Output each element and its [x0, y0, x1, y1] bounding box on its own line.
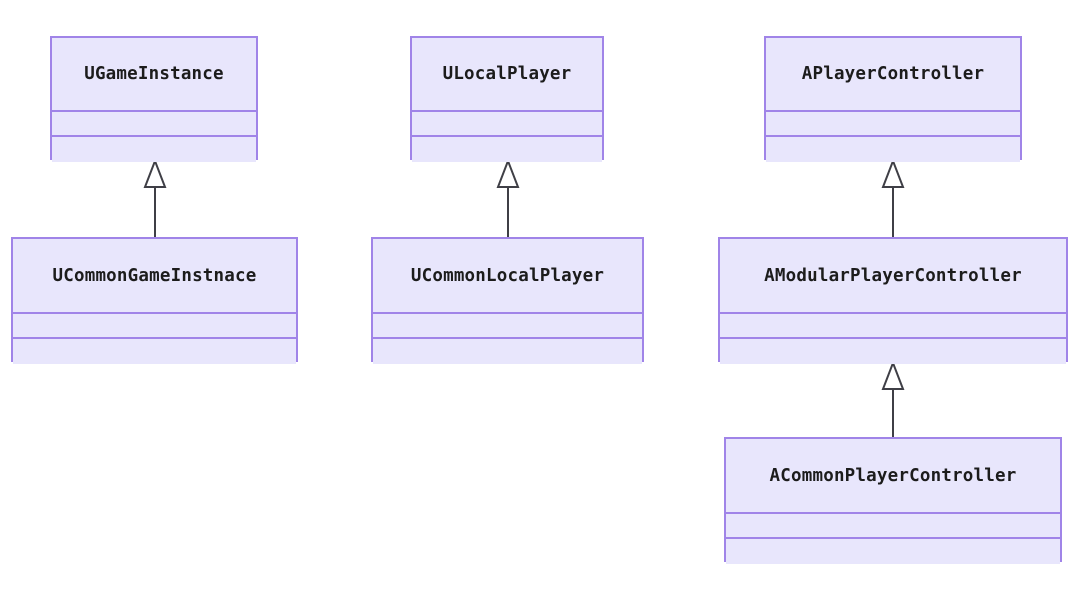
uml-class-ulocalplayer[interactable]: ULocalPlayer [410, 36, 604, 162]
uml-class-acommonplayercontroller[interactable]: ACommonPlayerController [724, 437, 1062, 564]
uml-class-ucommongameinstnace[interactable]: UCommonGameInstnace [11, 237, 298, 364]
uml-compartment-attributes [412, 112, 602, 137]
uml-class-name: ULocalPlayer [412, 38, 602, 112]
uml-class-name: UCommonGameInstnace [13, 239, 296, 314]
uml-class-amodularplayercontroller[interactable]: AModularPlayerController [718, 237, 1068, 364]
uml-compartment-attributes [373, 314, 642, 339]
uml-class-name: UGameInstance [52, 38, 256, 112]
uml-compartment-operations [373, 339, 642, 364]
uml-compartment-operations [13, 339, 296, 364]
uml-compartment-attributes [13, 314, 296, 339]
uml-class-name: UCommonLocalPlayer [373, 239, 642, 314]
uml-compartment-attributes [720, 314, 1066, 339]
inheritance-triangle-arrowhead [881, 360, 905, 390]
uml-class-name: AModularPlayerController [720, 239, 1066, 314]
generalization-edge[interactable] [881, 158, 905, 237]
uml-compartment-operations [766, 137, 1020, 162]
uml-compartment-operations [52, 137, 256, 162]
uml-class-ugameinstance[interactable]: UGameInstance [50, 36, 258, 162]
uml-compartment-attributes [726, 514, 1060, 539]
uml-class-name: APlayerController [766, 38, 1020, 112]
inheritance-triangle-arrowhead [496, 158, 520, 188]
uml-compartment-attributes [766, 112, 1020, 137]
uml-compartment-operations [720, 339, 1066, 364]
inheritance-triangle-arrowhead [143, 158, 167, 188]
inheritance-triangle-arrowhead [881, 158, 905, 188]
uml-compartment-attributes [52, 112, 256, 137]
uml-compartment-operations [726, 539, 1060, 564]
uml-class-ucommonlocalplayer[interactable]: UCommonLocalPlayer [371, 237, 644, 364]
generalization-edge[interactable] [496, 158, 520, 237]
generalization-edge[interactable] [881, 360, 905, 437]
uml-class-name: ACommonPlayerController [726, 439, 1060, 514]
uml-class-aplayercontroller[interactable]: APlayerController [764, 36, 1022, 162]
uml-compartment-operations [412, 137, 602, 162]
generalization-edge[interactable] [143, 158, 167, 237]
